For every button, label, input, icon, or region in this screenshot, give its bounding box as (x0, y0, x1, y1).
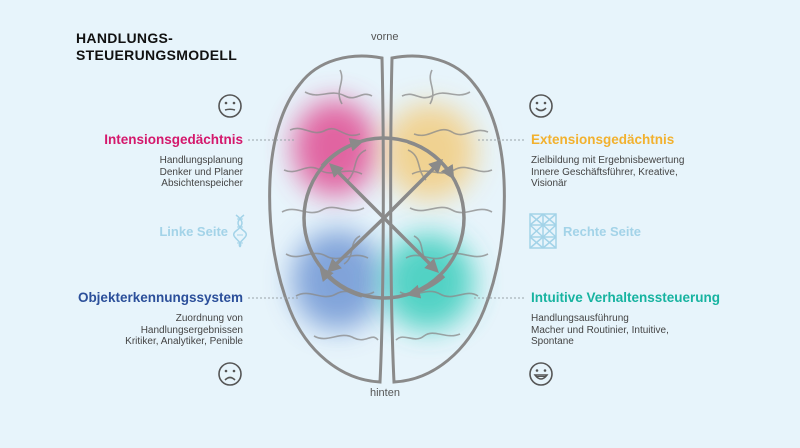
desc-line: Zielbildung mit Ergebnisbewertung (531, 155, 685, 166)
desc-top-left: Handlungsplanung Denker und Planer Absic… (160, 155, 243, 190)
desc-line: Absichtenspeicher (161, 178, 243, 189)
desc-top-right: Zielbildung mit Ergebnisbewertung Innere… (531, 155, 684, 190)
cycle-circle (302, 136, 466, 300)
desc-line: Macher und Routinier, Intuitive, (531, 324, 669, 336)
grin-face-icon (529, 362, 553, 386)
neutral-face-icon (218, 94, 242, 118)
front-label: vorne (371, 31, 399, 43)
desc-line: Denker und Planer (159, 166, 243, 178)
heading-intuitive-verhaltenssteuerung: Intuitive Verhaltenssteuerung (531, 290, 721, 305)
left-side-label: Linke Seite (159, 224, 228, 239)
blue-region (292, 230, 384, 330)
left-hemisphere (268, 54, 385, 384)
right-gyri (395, 69, 493, 341)
desc-line: Handlungsausführung (531, 313, 629, 324)
desc-line: Visionär (531, 178, 567, 189)
desc-line: Kritiker, Analytiker, Penible (125, 336, 243, 347)
right-side-label: Rechte Seite (563, 224, 642, 239)
teal-region (382, 234, 474, 330)
cycle-arrows (319, 137, 455, 299)
heading-intensionsgedaechtnis: Intensionsgedächtnis (104, 132, 243, 147)
desc-line: Zuordnung von (175, 313, 243, 324)
desc-line: Innere Geschäftsführer, Kreative, (531, 166, 678, 178)
title-line-2: STEUERUNGSMODELL (76, 47, 238, 63)
lattice-icon (529, 213, 557, 249)
desc-bottom-right: Handlungsausführung Macher und Routinier… (531, 313, 669, 348)
desc-line: Spontane (531, 336, 574, 347)
desc-line: Handlungsergebnissen (140, 324, 243, 336)
pink-region (293, 100, 377, 196)
back-label: hinten (370, 387, 400, 399)
frown-face-icon (218, 362, 242, 386)
desc-line: Handlungsplanung (159, 155, 243, 166)
right-hemisphere (389, 54, 506, 384)
smile-face-icon (529, 94, 553, 118)
diagram-title: HANDLUNGS- STEUERUNGSMODELL (76, 30, 237, 64)
helix-icon (233, 214, 247, 248)
heading-objekterkennungssystem: Objekterkennungssystem (77, 290, 243, 305)
title-line-1: HANDLUNGS- (76, 30, 174, 46)
heading-extensionsgedaechtnis: Extensionsgedächtnis (531, 132, 675, 147)
desc-bottom-left: Zuordnung von Handlungsergebnissen Kriti… (125, 313, 243, 348)
